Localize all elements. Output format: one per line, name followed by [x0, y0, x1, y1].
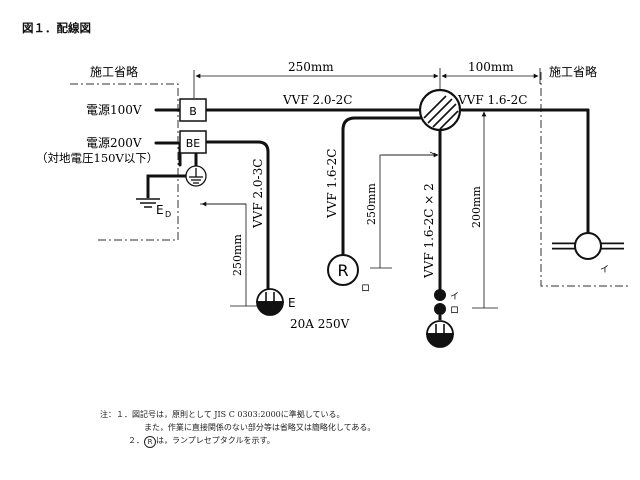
receptacle-ro-label: ロ: [361, 284, 370, 294]
note-line-2: また，作業に直接関係のない部分等は省略又は簡略化してある。: [144, 423, 376, 432]
note-r-symbol: R: [144, 436, 156, 448]
box-b-label: B: [189, 105, 197, 118]
box-be-label: BE: [186, 137, 201, 150]
dimension-250-top: 250mm: [288, 60, 334, 74]
junction-box-be: BE: [179, 130, 207, 154]
earth-label: E: [156, 203, 164, 217]
dimension-mid-arrow: [382, 152, 439, 158]
dimension-100-top: 100mm: [468, 60, 514, 74]
outlet-icon: [426, 320, 454, 348]
cable-switch-label: VVF 1.6-2C × 2: [422, 183, 436, 279]
switch-i-label: イ: [450, 292, 459, 302]
outlet-e-label: E: [288, 296, 296, 310]
cable-main: [154, 108, 590, 292]
omitted-label-left: 施工省略: [90, 64, 138, 79]
dimension-250-mid: 250mm: [365, 183, 378, 225]
source-200v-label: 電源200V: [86, 136, 142, 150]
note-line-3-text: は，ランプレセプタクルを示す。: [156, 436, 275, 445]
note-line-3-prefix: ２．: [128, 436, 144, 445]
source-200v-note: （対地電圧150V以下）: [36, 151, 158, 165]
earth-sub: D: [165, 210, 171, 219]
note-line-1: 注：１．図記号は，原則として JIS C 0303:2000に準拠している。: [100, 410, 345, 419]
dimension-right: [472, 111, 498, 309]
lamp-receptacle-icon: R: [327, 254, 359, 286]
switch-ro-icon: [434, 303, 446, 315]
cable-right-label: VVF 1.6-2C: [457, 93, 527, 107]
switch-ro-label: ロ: [450, 306, 459, 316]
ground-icon: [136, 198, 160, 208]
earth-cable: [146, 174, 186, 198]
source-100v-label: 電源100V: [86, 103, 142, 117]
switch-i-icon: [434, 289, 446, 301]
lamp-i-label: イ: [600, 265, 609, 275]
omitted-area-right: [540, 72, 630, 287]
dimension-250-left: 250mm: [231, 234, 244, 276]
outlet-rating-label: 20A 250V: [290, 317, 350, 331]
junction-box-b: B: [179, 98, 207, 122]
omitted-area-left: [70, 83, 179, 241]
earth-terminal: [185, 165, 207, 187]
dimension-200-right: 200mm: [470, 186, 483, 228]
notes: 注：１．図記号は，原則として JIS C 0303:2000に準拠している。 ま…: [100, 408, 376, 448]
cable-r-label: VVF 1.6-2C: [325, 149, 339, 219]
pendant-light-icon: [552, 232, 624, 260]
cable-outlet-label: VVF 2.0-3C: [251, 159, 265, 229]
receptacle-r-label: R: [337, 261, 348, 280]
joint-box-icon: [418, 88, 462, 132]
cable-main-label: VVF 2.0-2C: [282, 93, 352, 107]
omitted-label-right: 施工省略: [549, 64, 597, 79]
outlet-20a-icon: [256, 288, 284, 316]
dimension-top: [193, 68, 541, 98]
figure-title: 図１．配線図: [22, 21, 91, 35]
